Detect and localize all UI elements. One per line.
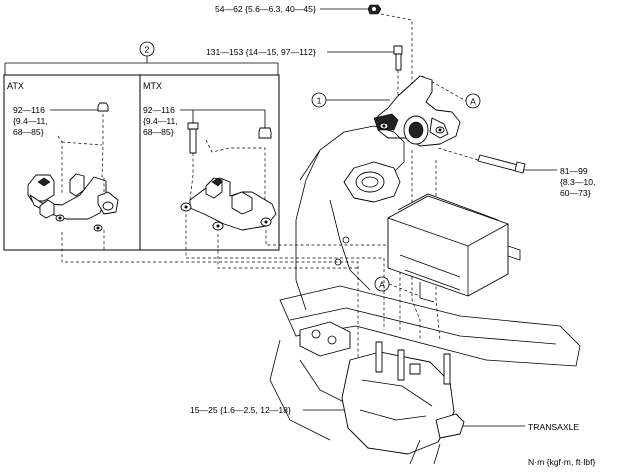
callout-2-circle: [139, 41, 155, 57]
atx-title: ATX: [7, 81, 24, 91]
atx-torque-line3: 68—85}: [13, 127, 44, 137]
mtx-torque-line2: {9.4—11,: [143, 116, 178, 126]
transaxle-label: TRANSAXLE: [528, 422, 579, 432]
atx-torque-line2: {9.4—11,: [13, 116, 48, 126]
torque-bolt-side-3: 60—73}: [560, 188, 591, 198]
mtx-torque-line1: 92—116: [143, 105, 175, 115]
engine-mount-assembly: [373, 75, 461, 147]
main-torques: 54—62 {5.6—6.3, 40—45} 131—153 {14—15, 9…: [190, 4, 595, 467]
stud-2: [397, 349, 405, 381]
torque-bolt-side-1: 81—99: [560, 166, 588, 176]
torque-bottom: 15—25 {1.6—2.5, 12—18}: [190, 405, 291, 415]
svg-text:A: A: [470, 97, 476, 107]
upper-bolt-icon: [393, 45, 403, 55]
mtx-mount: [180, 122, 277, 231]
torque-nut-top: 54—62 {5.6—6.3, 40—45}: [215, 4, 316, 14]
side-bolt-icon: [477, 154, 519, 172]
callout-2-number: 2: [145, 45, 150, 55]
stud-1: [375, 341, 383, 373]
callouts: 1 A A: [311, 92, 481, 292]
stud-3: [443, 353, 451, 385]
stud-nut: [409, 363, 421, 375]
mtx-torque-leader: [180, 109, 266, 128]
mtx-bolt-icon: [187, 122, 199, 130]
alignment-lines: [61, 13, 479, 360]
mtx-nut-icon: [258, 127, 272, 139]
mtx-torque-line3: 68—85}: [143, 127, 174, 137]
torque-bolt-upper: 131—153 {14—15, 97—112}: [206, 47, 316, 57]
mtx-title: MTX: [143, 81, 162, 91]
atx-torque-line1: 92—116: [13, 105, 45, 115]
svg-text:A: A: [379, 280, 385, 290]
atx-nut-icon: [97, 102, 109, 112]
callout-1-number: 1: [317, 96, 322, 106]
atx-mount: [27, 102, 119, 232]
battery-box: [387, 195, 509, 297]
transaxle-body: [341, 351, 455, 455]
torque-bolt-side-2: {8.3—10,: [560, 177, 595, 187]
units-label: N·m {kgf·m, ft·lbf}: [528, 457, 595, 467]
vehicle-body: [269, 125, 581, 465]
